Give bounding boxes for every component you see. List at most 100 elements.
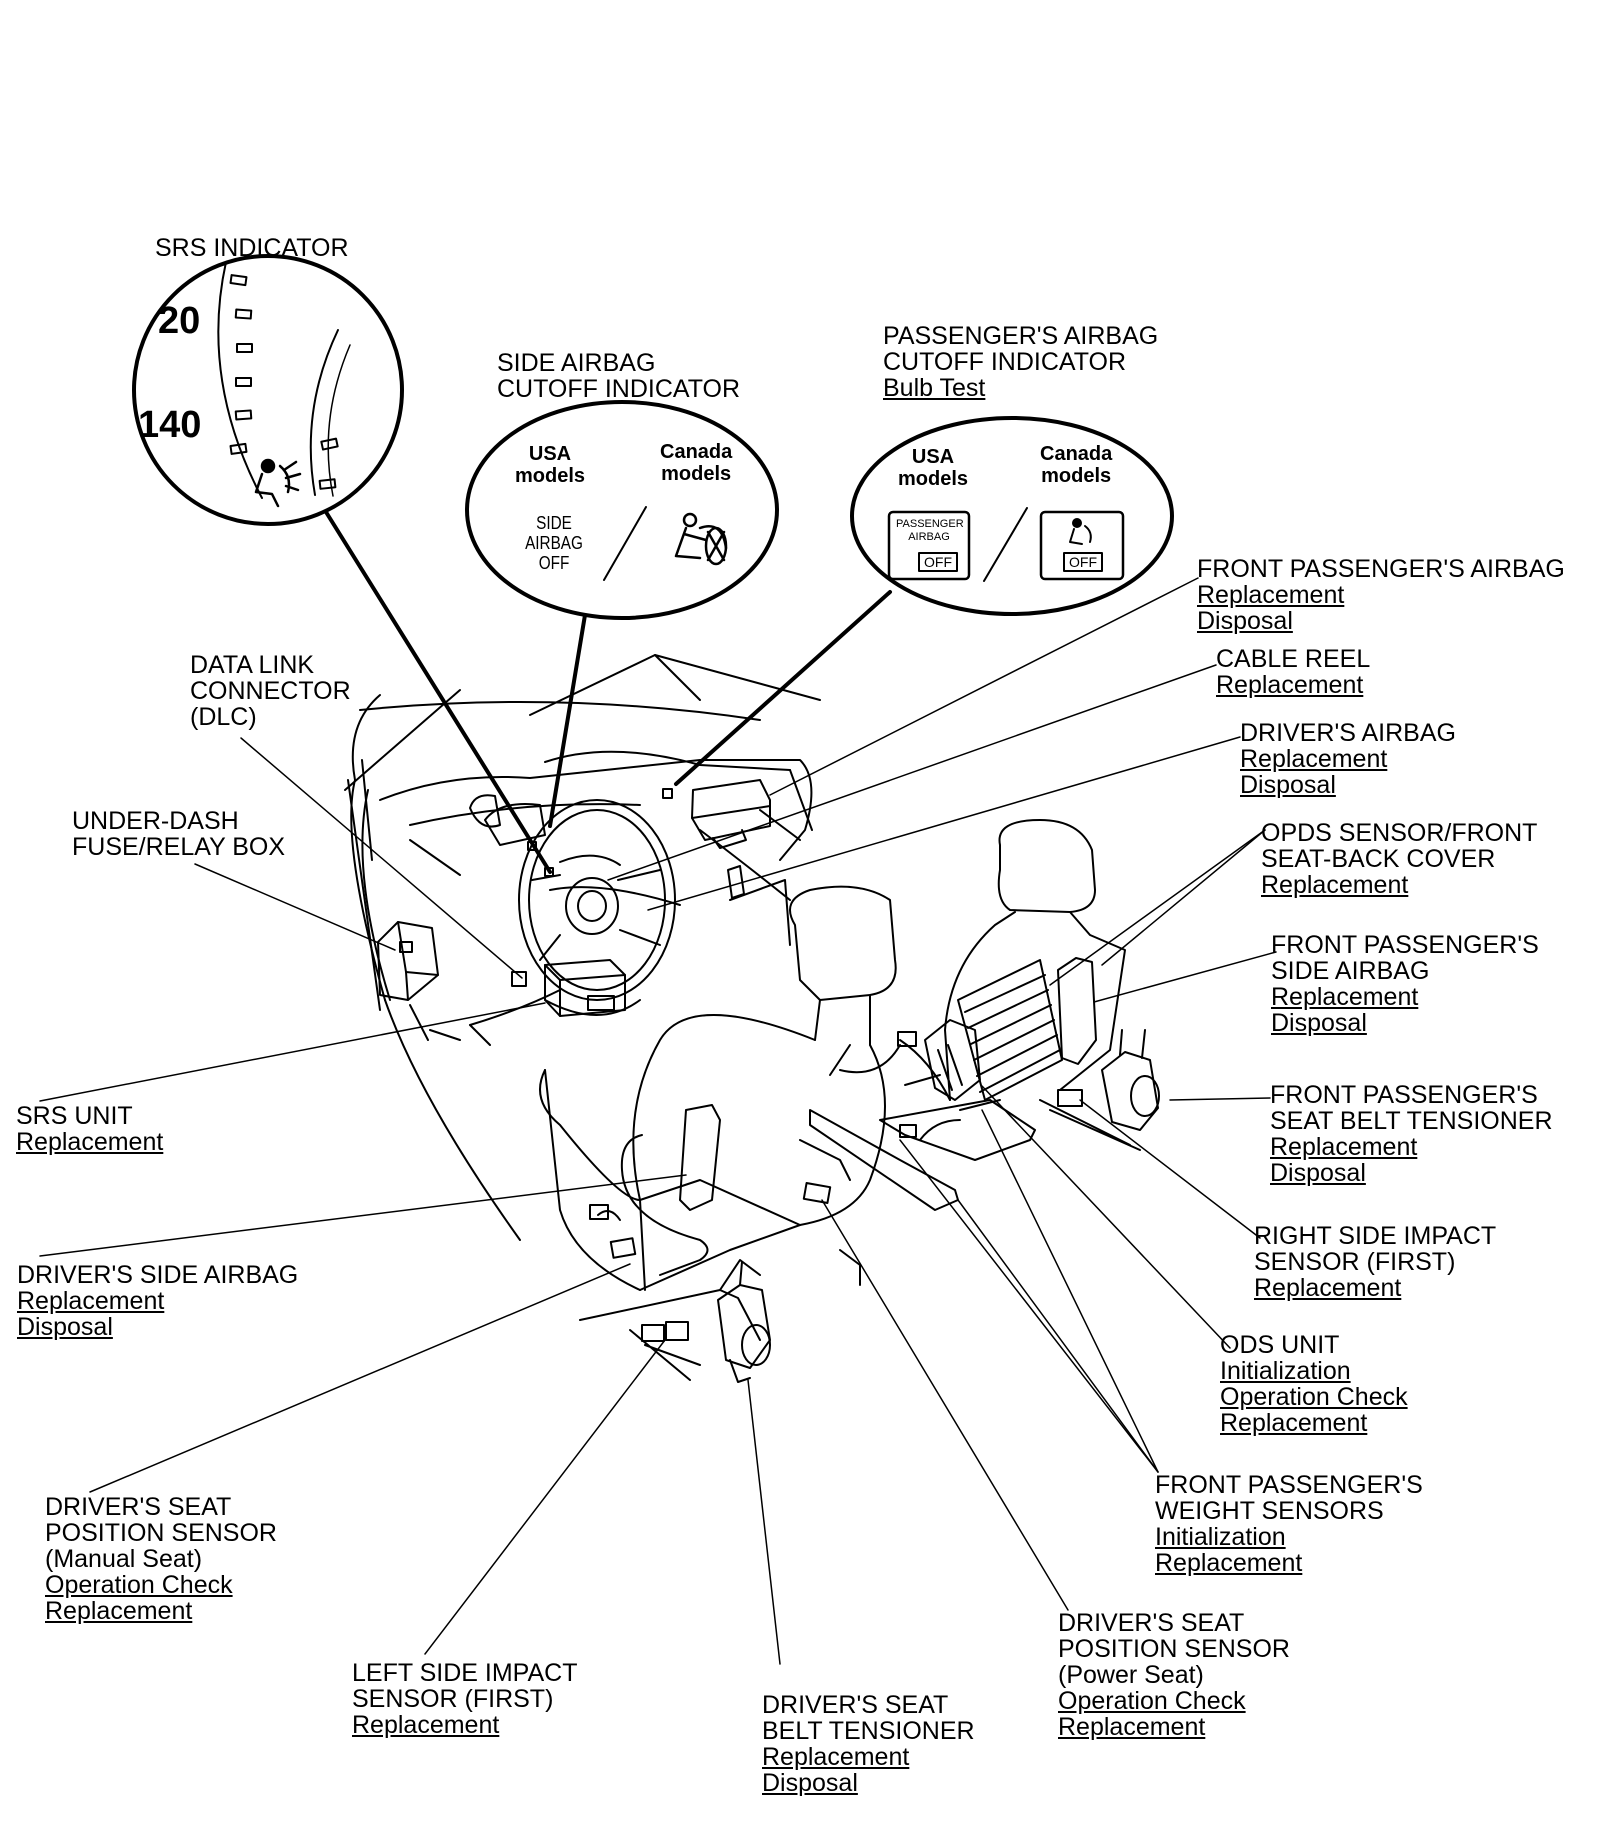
drivers-seat-position-sensor-power-title-line: (Power Seat) — [1058, 1661, 1204, 1689]
cable-reel-replacement-link[interactable]: Replacement — [1216, 671, 1364, 699]
bulb-test-link[interactable]: Bulb Test — [883, 374, 986, 402]
passenger-airbag-button-text: PASSENGER AIRBAG — [896, 518, 964, 543]
ods-unit-replacement-link[interactable]: Replacement — [1220, 1409, 1368, 1437]
steering-wheel — [518, 799, 676, 1001]
driver-belt-tensioner — [717, 1261, 771, 1383]
front-passenger-weight-sensors-replacement-link[interactable]: Replacement — [1155, 1549, 1303, 1577]
drivers-seat-position-sensor-manual-title-line: DRIVER'S SEAT — [45, 1493, 232, 1521]
drivers-seat-position-sensor-manual-replacement-link[interactable]: Replacement — [45, 1597, 193, 1625]
side-airbag-usa-label: USA models — [515, 443, 586, 487]
ods-unit-initialization-link[interactable]: Initialization — [1220, 1357, 1351, 1385]
vehicle-interior-drawing — [344, 654, 1160, 1383]
drivers-side-airbag-disposal-link[interactable]: Disposal — [17, 1313, 113, 1341]
drivers-seat-position-sensor-power-replacement-link[interactable]: Replacement — [1058, 1713, 1206, 1741]
drivers-seat-position-sensor-manual-title-line: (Manual Seat) — [45, 1545, 203, 1573]
drivers-side-airbag-title-line: DRIVER'S SIDE AIRBAG — [17, 1261, 299, 1289]
front-passenger-airbag-replacement-link[interactable]: Replacement — [1197, 581, 1345, 609]
drivers-seat-belt-tensioner-replacement-link[interactable]: Replacement — [762, 1743, 910, 1771]
passenger-airbag-indicator-title: PASSENGER'S AIRBAG CUTOFF INDICATOR Bulb… — [883, 322, 1159, 402]
front-passenger-side-airbag-replacement-link[interactable]: Replacement — [1271, 983, 1419, 1011]
passenger-belt-tensioner — [1039, 1029, 1160, 1151]
gauge-tick-marks — [229, 274, 339, 490]
drivers-seat-position-sensor-power-operation-check-link[interactable]: Operation Check — [1058, 1687, 1246, 1715]
front-passenger-airbag-title-line: FRONT PASSENGER'S AIRBAG — [1197, 555, 1565, 583]
front-passenger-side-airbag-title-line: FRONT PASSENGER'S — [1271, 931, 1539, 959]
driver-seat — [539, 885, 897, 1291]
ods-unit-title-line: ODS UNIT — [1220, 1331, 1340, 1359]
speed-label-20: 20 — [158, 300, 201, 342]
front-passenger-side-airbag-disposal-link[interactable]: Disposal — [1271, 1009, 1367, 1037]
drivers-side-airbag-replacement-link[interactable]: Replacement — [17, 1287, 165, 1315]
opds-sensor-title-line: SEAT-BACK COVER — [1261, 845, 1496, 873]
front-passenger-seat-belt-tensioner-title-line: FRONT PASSENGER'S — [1270, 1081, 1538, 1109]
right-side-impact-sensor-title-line: SENSOR (FIRST) — [1254, 1248, 1456, 1276]
passenger-airbag-icon — [1069, 518, 1092, 545]
front-passenger-side-airbag-title-line: SIDE AIRBAG — [1271, 957, 1430, 985]
right-side-impact-sensor-replacement-link[interactable]: Replacement — [1254, 1274, 1402, 1302]
drivers-seat-position-sensor-manual-title-line: POSITION SENSOR — [45, 1519, 277, 1547]
passenger-seat — [809, 819, 1126, 1211]
srs-unit-replacement-link[interactable]: Replacement — [16, 1128, 164, 1156]
side-airbag-indicator-title: SIDE AIRBAG CUTOFF INDICATOR — [497, 349, 741, 403]
side-airbag-indicator-bubble — [465, 400, 779, 828]
front-passenger-weight-sensors-title-line: WEIGHT SENSORS — [1155, 1497, 1384, 1525]
front-passenger-airbag-disposal-link[interactable]: Disposal — [1197, 607, 1293, 635]
speed-label-140: 140 — [138, 404, 202, 446]
passenger-airbag-module — [691, 779, 771, 849]
drivers-seat-belt-tensioner-title-line: BELT TENSIONER — [762, 1717, 975, 1745]
opds-sensor-replacement-link[interactable]: Replacement — [1261, 871, 1409, 899]
left-side-impact-sensor-title-line: LEFT SIDE IMPACT — [352, 1659, 578, 1687]
front-passenger-seat-belt-tensioner-title-line: SEAT BELT TENSIONER — [1270, 1107, 1553, 1135]
fuse-relay-box — [377, 921, 439, 1001]
seatbelt-off-icon — [674, 512, 728, 566]
cable-reel-title-line: CABLE REEL — [1216, 645, 1371, 673]
under-dash-fuse-relay-box-title-line: UNDER-DASH — [72, 807, 239, 835]
drivers-seat-position-sensor-power-title-line: DRIVER'S SEAT — [1058, 1609, 1245, 1637]
data-link-connector-title-line: CONNECTOR — [190, 677, 351, 705]
drivers-seat-belt-tensioner-disposal-link[interactable]: Disposal — [762, 1769, 858, 1797]
srs-warning-icon — [254, 458, 302, 508]
opds-sensor-title-line: OPDS SENSOR/FRONT — [1261, 819, 1538, 847]
side-airbag-off-text: SIDE AIRBAG OFF — [525, 513, 583, 573]
drivers-seat-position-sensor-manual-operation-check-link[interactable]: Operation Check — [45, 1571, 233, 1599]
usa-off-text: OFF — [924, 554, 952, 570]
drivers-seat-position-sensor-power-title-line: POSITION SENSOR — [1058, 1635, 1290, 1663]
front-passenger-seat-belt-tensioner-disposal-link[interactable]: Disposal — [1270, 1159, 1366, 1187]
front-passenger-seat-belt-tensioner-replacement-link[interactable]: Replacement — [1270, 1133, 1418, 1161]
drivers-airbag-title-line: DRIVER'S AIRBAG — [1240, 719, 1456, 747]
srs-indicator-title: SRS INDICATOR — [155, 234, 349, 262]
passenger-airbag-usa-label: USA models — [898, 446, 969, 490]
ods-unit-operation-check-link[interactable]: Operation Check — [1220, 1383, 1408, 1411]
drivers-airbag-replacement-link[interactable]: Replacement — [1240, 745, 1388, 773]
left-side-impact-sensor-replacement-link[interactable]: Replacement — [352, 1711, 500, 1739]
left-side-impact-sensor-title-line: SENSOR (FIRST) — [352, 1685, 554, 1713]
drivers-airbag-disposal-link[interactable]: Disposal — [1240, 771, 1336, 799]
srs-unit-title-line: SRS UNIT — [16, 1102, 133, 1130]
side-airbag-canada-label: Canada models — [660, 441, 733, 485]
front-passenger-weight-sensors-initialization-link[interactable]: Initialization — [1155, 1523, 1286, 1551]
front-passenger-weight-sensors-title-line: FRONT PASSENGER'S — [1155, 1471, 1423, 1499]
data-link-connector-title-line: (DLC) — [190, 703, 257, 731]
data-link-connector-title-line: DATA LINK — [190, 651, 315, 679]
drivers-seat-belt-tensioner-title-line: DRIVER'S SEAT — [762, 1691, 949, 1719]
passenger-airbag-canada-label: Canada models — [1040, 443, 1113, 487]
srs-indicator-magnifier — [132, 254, 552, 874]
passenger-airbag-indicator-bubble — [674, 416, 1174, 786]
